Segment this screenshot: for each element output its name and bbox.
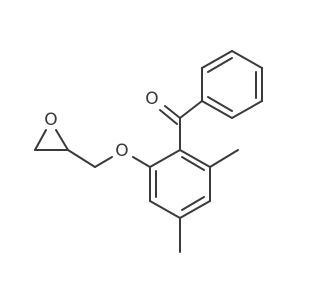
bond (149, 200, 181, 219)
bond (55, 129, 69, 151)
double-bond-inner (181, 156, 205, 171)
double-bond-inner (181, 196, 205, 211)
methyl-bond-upper (209, 149, 239, 168)
epoxide-ring: O (34, 110, 69, 151)
bond (132, 156, 151, 168)
double-bond-inner (207, 96, 233, 112)
bond (201, 50, 233, 69)
double-bond-inner (159, 109, 178, 125)
bond (149, 149, 181, 168)
ether-linkage: O (67, 141, 151, 168)
dimethylphenyl-ring (149, 149, 211, 219)
ether-oxygen-label: O (115, 141, 128, 161)
bond (164, 105, 181, 119)
ketone-oxygen-label: O (145, 89, 158, 109)
double-bond-inner (207, 57, 233, 73)
bond (94, 156, 113, 168)
bond (201, 100, 233, 119)
bond (34, 129, 47, 151)
bond (179, 200, 211, 219)
carbonyl-group: O (145, 89, 203, 151)
bond (179, 149, 211, 168)
bond (67, 149, 96, 168)
phenyl-ring (201, 50, 263, 119)
bond (231, 50, 263, 69)
epoxide-oxygen-label: O (44, 110, 57, 130)
bond (231, 100, 263, 119)
bond (179, 100, 203, 119)
chemical-structure-diagram: O O O (34, 50, 263, 253)
